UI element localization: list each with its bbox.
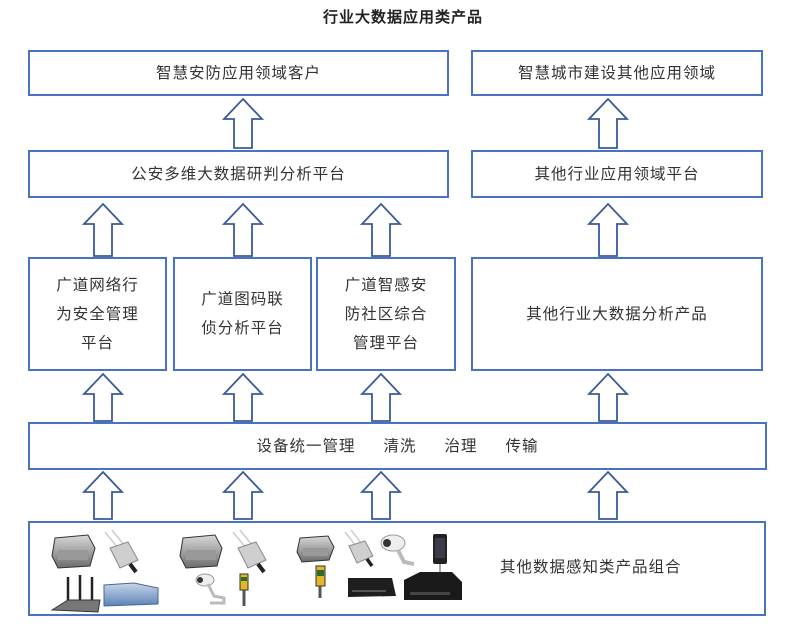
process-step: 治理 [444, 436, 478, 455]
box-label: 广道图码联 侦分析平台 [201, 290, 284, 337]
up-arrow-icon [81, 372, 125, 422]
up-arrow-icon [221, 202, 265, 257]
box-label: 其他行业大数据分析产品 [526, 304, 708, 323]
box-label: 其他数据感知类产品组合 [500, 558, 682, 576]
box-smart-city-domains: 智慧城市建设其他应用领域 [471, 50, 763, 96]
up-arrow-icon [81, 470, 125, 520]
process-step: 传输 [505, 436, 539, 455]
up-arrow-icon [586, 470, 630, 520]
box-other-industry-platform: 其他行业应用领域平台 [471, 150, 763, 198]
box-label: 公安多维大数据研判分析平台 [131, 164, 346, 183]
up-arrow-icon [221, 97, 265, 149]
box-product-smart-community: 广道智感安 防社区综合 管理平台 [316, 257, 456, 371]
up-arrow-icon [81, 202, 125, 257]
up-arrow-icon [586, 97, 630, 149]
box-label: 广道网络行 为安全管理 平台 [56, 275, 139, 352]
diagram-title: 行业大数据应用类产品 [322, 8, 483, 26]
process-step: 设备统一管理 [256, 436, 356, 455]
box-other-industry-products: 其他行业大数据分析产品 [471, 257, 763, 371]
box-label: 智慧城市建设其他应用领域 [517, 63, 716, 82]
up-arrow-icon [221, 470, 265, 520]
box-police-analysis-platform: 公安多维大数据研判分析平台 [28, 150, 449, 198]
process-step: 清洗 [383, 436, 417, 455]
box-label: 其他行业应用领域平台 [534, 164, 700, 183]
box-label: 智慧安防应用领域客户 [155, 63, 321, 82]
box-label: 广道智感安 防社区综合 管理平台 [344, 275, 428, 352]
box-product-network-behavior: 广道网络行 为安全管理 平台 [28, 257, 167, 371]
up-arrow-icon [586, 372, 630, 422]
up-arrow-icon [586, 202, 630, 257]
box-security-customers: 智慧安防应用领域客户 [28, 50, 449, 96]
up-arrow-icon [359, 470, 403, 520]
up-arrow-icon [359, 202, 403, 257]
box-product-image-code: 广道图码联 侦分析平台 [173, 257, 312, 371]
up-arrow-icon [359, 372, 403, 422]
up-arrow-icon [221, 372, 265, 422]
box-device-processing: 设备统一管理 清洗 治理 传输 [28, 422, 767, 470]
